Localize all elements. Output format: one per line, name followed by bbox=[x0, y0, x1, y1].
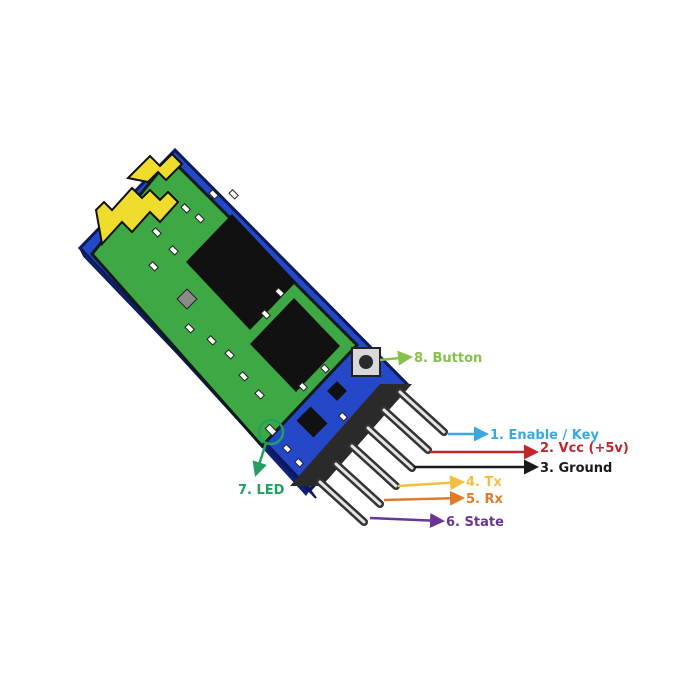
led bbox=[264, 423, 278, 437]
header-pins bbox=[290, 384, 448, 526]
label-tx: 4. Tx bbox=[466, 475, 502, 490]
antenna-trace bbox=[94, 186, 180, 247]
arrow-tx bbox=[397, 475, 465, 491]
regulator bbox=[296, 406, 328, 438]
label-button: 8. Button bbox=[414, 351, 482, 366]
label-enable-key: 1. Enable / Key bbox=[490, 428, 599, 443]
antenna-trace-2 bbox=[125, 152, 184, 184]
component bbox=[176, 288, 198, 310]
led-highlight-circle bbox=[257, 418, 285, 446]
label-vcc: 2. Vcc (+5v) bbox=[540, 441, 629, 456]
callout-labels: 1. Enable / Key 2. Vcc (+5v) 3. Ground 4… bbox=[238, 351, 629, 530]
breakout-section bbox=[264, 347, 381, 468]
button-knob bbox=[359, 355, 373, 369]
pin-highlights bbox=[318, 390, 446, 524]
board-smd bbox=[282, 363, 348, 468]
transistor bbox=[327, 381, 347, 401]
main-chip bbox=[186, 214, 296, 330]
arrow-state bbox=[369, 513, 445, 528]
arrow-rx bbox=[383, 490, 465, 506]
arrow-led bbox=[252, 442, 268, 477]
label-led: 7. LED bbox=[238, 483, 285, 498]
label-rx: 5. Rx bbox=[466, 492, 504, 507]
bluetooth-pcb bbox=[90, 152, 360, 449]
label-ground: 3. Ground bbox=[540, 461, 612, 476]
flash-chip bbox=[250, 298, 340, 392]
arrow-button bbox=[379, 350, 413, 366]
callout-arrows bbox=[252, 350, 539, 528]
smd-components bbox=[148, 189, 285, 400]
button bbox=[351, 347, 381, 377]
label-state: 6. State bbox=[446, 515, 504, 530]
